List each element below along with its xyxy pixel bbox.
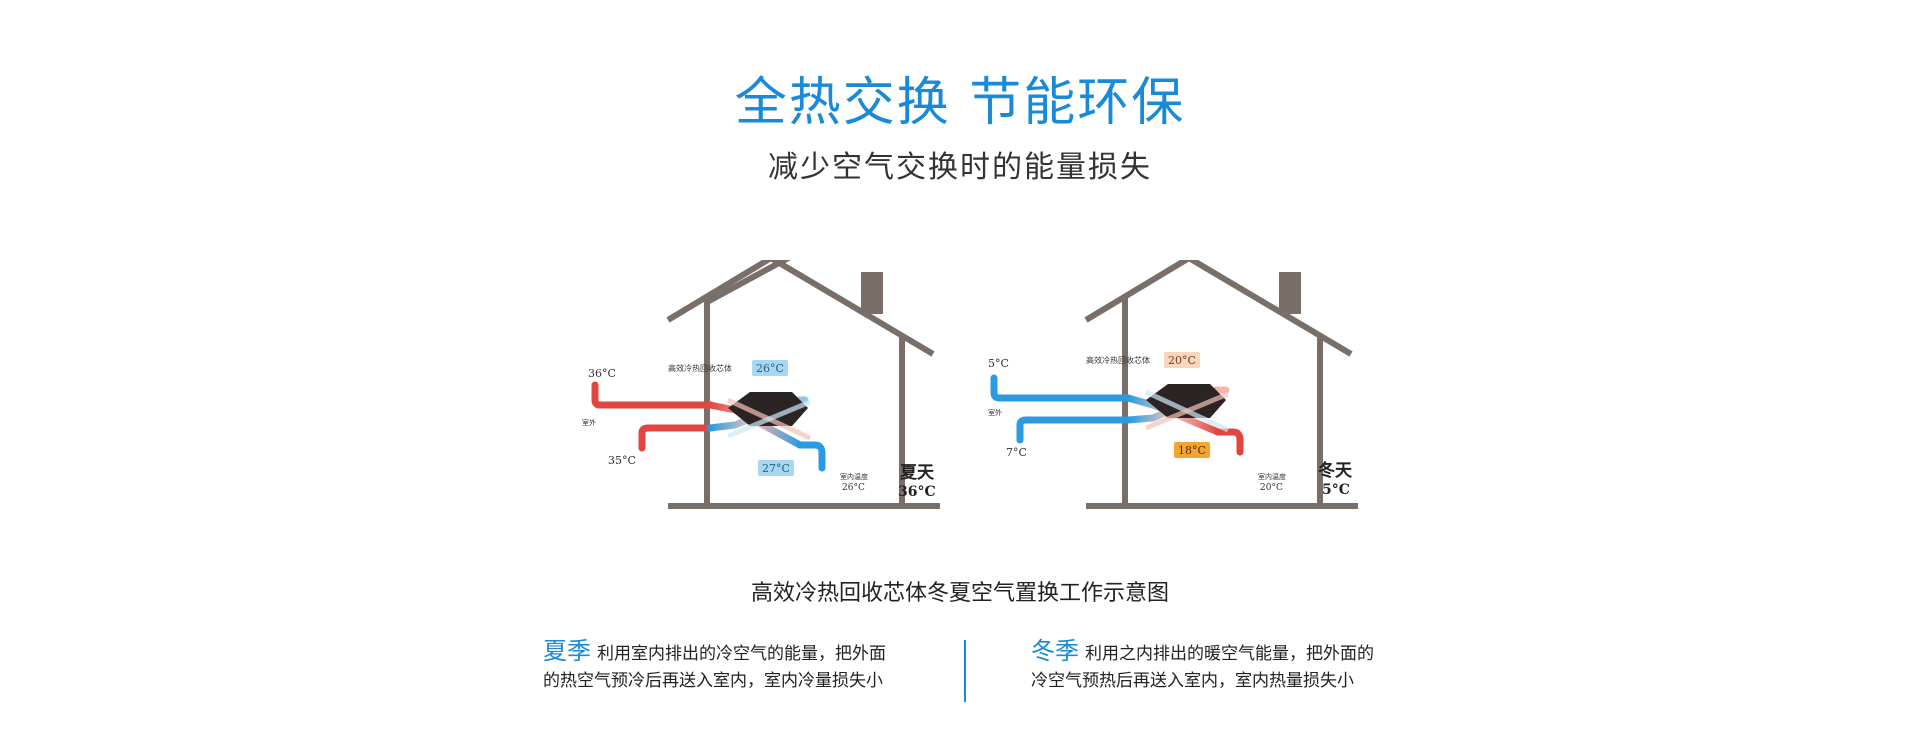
winter-core-icon (1146, 384, 1226, 418)
summer-roof-left (666, 260, 773, 323)
summer-season-temp: 36°C (898, 484, 936, 500)
diagram-caption: 高效冷热回收芯体冬夏空气置换工作示意图 (750, 581, 1169, 606)
summer-note-line2: 的热空气预冷后再送入室内，室内冷量损失小 (543, 671, 883, 691)
heat-exchange-diagram: 36°C 室外 35°C 高效冷热回收芯体 26°C 27°C 室内温度 26°… (582, 260, 1358, 509)
winter-note: 冬季利用之内排出的暖空气能量，把外面的 冷空气预热后再送入室内，室内热量损失小 (1031, 638, 1391, 695)
winter-supply-temp: 20°C (1168, 354, 1196, 367)
winter-season-label: 冬天 (1318, 460, 1353, 481)
summer-room-temp-label: 室内温度 (840, 472, 868, 481)
winter-exhaust-temp: 7°C (1006, 446, 1027, 459)
winter-chimney-icon (1279, 272, 1301, 314)
winter-room-temp-value: 20°C (1260, 483, 1283, 493)
page-title: 全热交换 节能环保 (734, 73, 1186, 133)
summer-note-line1: 利用室内排出的冷空气的能量，把外面 (597, 644, 886, 664)
winter-roof-left (1084, 260, 1191, 323)
summer-chimney-icon (861, 272, 883, 314)
summer-note: 夏季利用室内排出的冷空气的能量，把外面 的热空气预冷后再送入室内，室内冷量损失小 (543, 638, 903, 695)
page-subtitle: 减少空气交换时的能量损失 (768, 150, 1152, 185)
winter-outdoor-in-temp: 5°C (988, 357, 1009, 370)
summer-house-outline (702, 260, 791, 307)
winter-outdoor-label: 室外 (988, 408, 1002, 417)
summer-season-label: 夏天 (900, 463, 935, 483)
summer-indoor-exhaust-temp: 27°C (762, 462, 790, 475)
summer-house: 36°C 室外 35°C 高效冷热回收芯体 26°C 27°C 室内温度 26°… (582, 260, 940, 509)
winter-note-line2: 冷空气预热后再送入室内，室内热量损失小 (1031, 671, 1354, 691)
winter-house: 5°C 室外 7°C 高效冷热回收芯体 20°C 18°C 室内温度 20°C … (988, 260, 1358, 509)
winter-season-temp: 5°C (1322, 482, 1350, 498)
winter-note-line1: 利用之内排出的暖空气能量，把外面的 (1085, 644, 1374, 664)
summer-supply-temp: 26°C (756, 362, 784, 375)
summer-room-temp-value: 26°C (842, 483, 865, 493)
winter-indoor-exhaust-temp: 18°C (1178, 444, 1206, 457)
notes-divider (964, 640, 966, 702)
summer-core-icon (728, 392, 808, 426)
winter-note-name: 冬季 (1031, 637, 1079, 665)
winter-core-label: 高效冷热回收芯体 (1086, 355, 1150, 365)
winter-room-temp-label: 室内温度 (1258, 472, 1286, 481)
summer-outdoor-in-temp: 36°C (588, 367, 616, 380)
summer-note-name: 夏季 (543, 637, 591, 665)
summer-core-label: 高效冷热回收芯体 (668, 363, 732, 373)
summer-roof-right (769, 260, 935, 357)
summer-outdoor-label: 室外 (582, 418, 596, 427)
summer-exhaust-temp: 35°C (608, 454, 636, 467)
winter-roof-right (1187, 260, 1353, 357)
